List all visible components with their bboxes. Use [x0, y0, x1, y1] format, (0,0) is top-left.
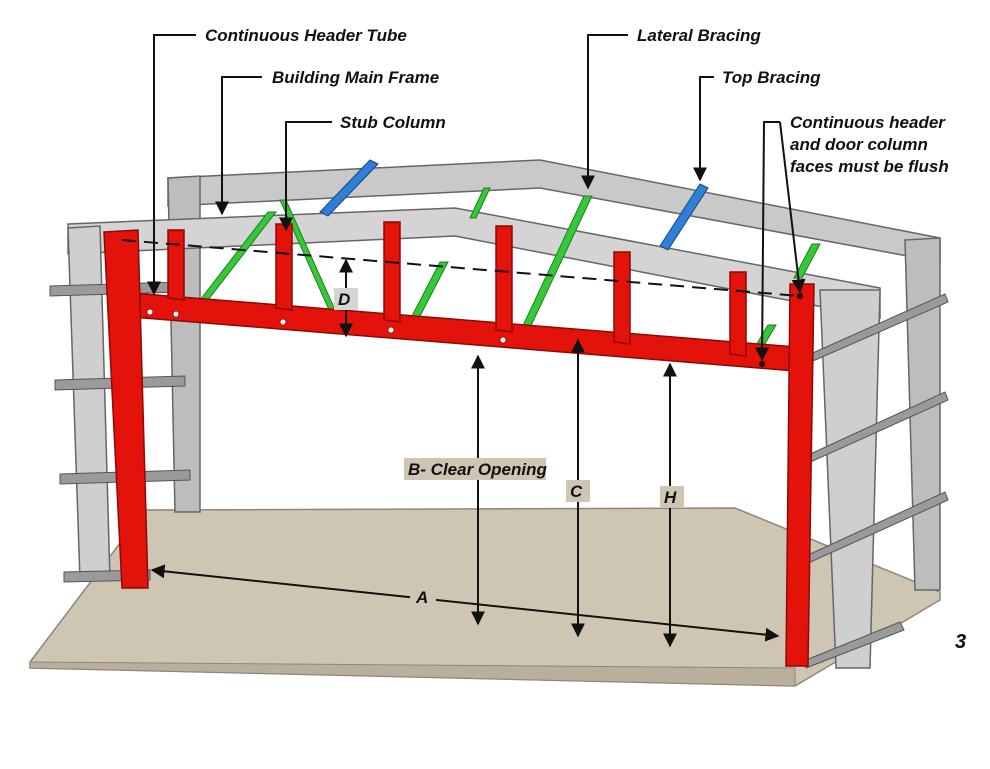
- label-flush-note-line1: Continuous header: [790, 113, 946, 132]
- dimension-c-label: C: [570, 482, 583, 501]
- stub-column-6: [729, 271, 747, 357]
- dashed-reference-line: [121, 239, 801, 297]
- callout-leaders: [147, 34, 806, 362]
- label-building-main-frame: Building Main Frame: [272, 68, 439, 87]
- page-number: 3: [955, 631, 966, 653]
- left-door-column: [103, 229, 149, 589]
- label-flush-note-line2: and door column: [790, 135, 928, 154]
- door-framing-red: [103, 221, 815, 667]
- top-bracing-members: [319, 159, 709, 251]
- floor-slab-edge: [29, 661, 796, 687]
- label-continuous-header-tube: Continuous Header Tube: [205, 26, 407, 45]
- stub-column-4: [495, 225, 513, 333]
- stub-column-2: [275, 223, 293, 311]
- stub-column-5: [613, 251, 631, 345]
- right-door-column: [785, 283, 815, 667]
- header-bolt-holes: [146, 292, 804, 368]
- label-lateral-bracing: Lateral Bracing: [637, 26, 761, 45]
- dimension-a-label: A: [415, 588, 428, 607]
- dimension-h-label: H: [664, 488, 677, 507]
- continuous-header-tube: [119, 291, 809, 373]
- building-main-frame-back: [167, 159, 941, 591]
- building-main-frame-front: [67, 207, 881, 669]
- label-stub-column: Stub Column: [340, 113, 446, 132]
- dimension-d-label: D: [338, 290, 350, 309]
- label-flush-note-line3: faces must be flush: [790, 157, 949, 176]
- label-top-bracing: Top Bracing: [722, 68, 821, 87]
- dimension-b-label: B- Clear Opening: [408, 460, 547, 479]
- stub-column-1: [167, 229, 185, 301]
- stub-column-3: [383, 221, 401, 323]
